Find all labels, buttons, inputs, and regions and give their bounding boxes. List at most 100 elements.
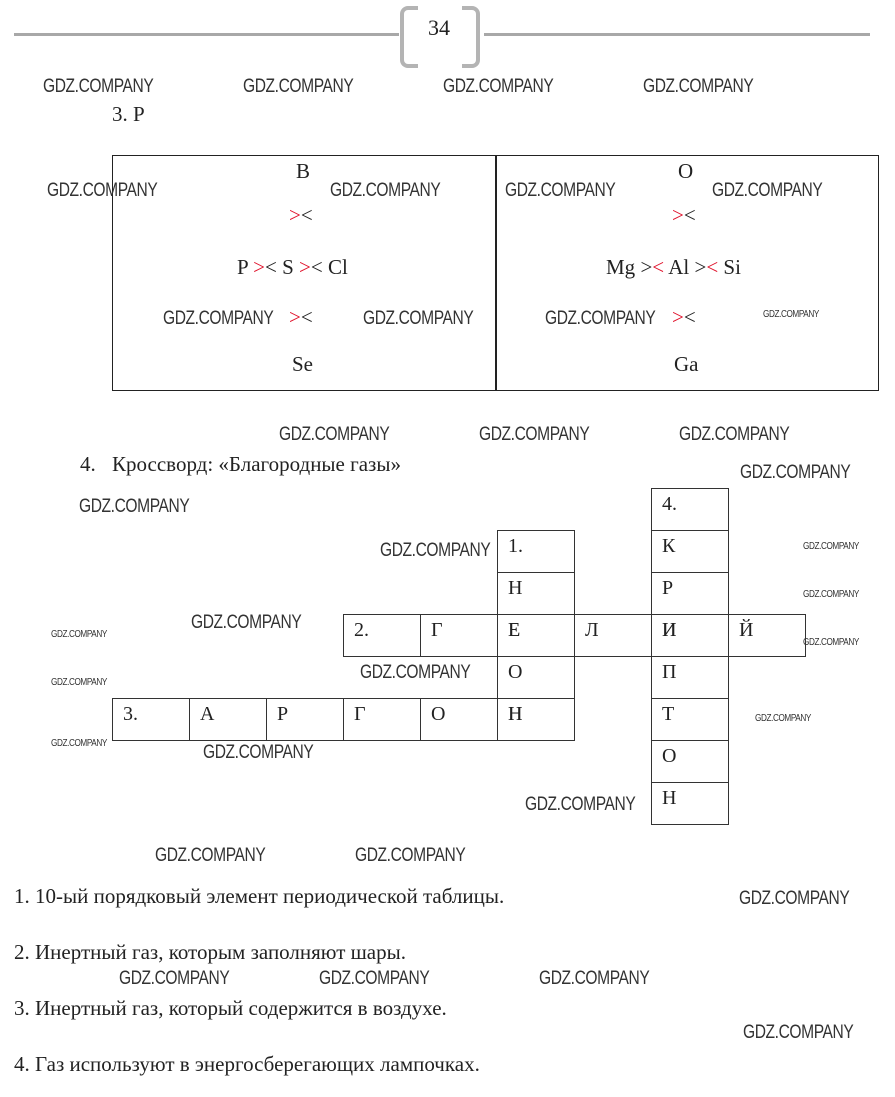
clue-number-cell: 4. xyxy=(651,488,729,531)
element-row-left: P >< S >< Cl xyxy=(237,255,348,279)
clue-1: 1. 10-ый порядковый элемент периодическо… xyxy=(14,884,505,908)
gt-sign: > xyxy=(672,203,684,227)
letter-cell: К xyxy=(651,530,729,573)
gt-sign: > xyxy=(289,305,301,329)
watermark: GDZ.COMPANY xyxy=(803,589,859,600)
element-mg: Mg xyxy=(606,255,636,279)
lt-sign: < xyxy=(683,203,696,227)
compare-sign: >< xyxy=(289,203,313,227)
lt-sign: < xyxy=(683,305,696,329)
watermark: GDZ.COMPANY xyxy=(279,424,390,445)
watermark: GDZ.COMPANY xyxy=(525,794,636,815)
element-s: S xyxy=(282,255,294,279)
letter-cell: Р xyxy=(266,698,344,741)
watermark: GDZ.COMPANY xyxy=(643,76,754,97)
clue-2: 2. Инертный газ, которым заполняют шары. xyxy=(14,940,406,964)
gt-sign: > xyxy=(299,255,311,279)
letter-cell: Г xyxy=(420,614,498,657)
clue-4: 4. Газ используют в энергосберегающих ла… xyxy=(14,1052,480,1076)
compare-sign: >< xyxy=(289,305,313,329)
compare-sign: >< xyxy=(672,305,696,329)
lt-sign: < xyxy=(300,203,313,227)
letter-cell: Н xyxy=(651,782,729,825)
watermark: GDZ.COMPANY xyxy=(155,845,266,866)
watermark: GDZ.COMPANY xyxy=(360,662,471,683)
letter-cell: Т xyxy=(651,698,729,741)
watermark: GDZ.COMPANY xyxy=(755,713,811,724)
watermark: GDZ.COMPANY xyxy=(51,677,107,688)
element-cl: Cl xyxy=(327,255,348,279)
element-row-right: Mg >< Al >< Si xyxy=(606,255,741,279)
watermark: GDZ.COMPANY xyxy=(380,540,491,561)
page-number: 34 xyxy=(428,15,450,40)
watermark: GDZ.COMPANY xyxy=(319,968,430,989)
watermark: GDZ.COMPANY xyxy=(330,180,441,201)
task4-title: Кроссворд: «Благородные газы» xyxy=(112,452,401,476)
gt-sign: > xyxy=(253,255,265,279)
watermark: GDZ.COMPANY xyxy=(43,76,154,97)
watermark: GDZ.COMPANY xyxy=(545,308,656,329)
watermark: GDZ.COMPANY xyxy=(743,1022,854,1043)
watermark: GDZ.COMPANY xyxy=(355,845,466,866)
clue-number-cell: 2. xyxy=(343,614,421,657)
element-se: Se xyxy=(292,352,313,376)
watermark: GDZ.COMPANY xyxy=(505,180,616,201)
task3-label: 3. Р xyxy=(112,102,145,126)
watermark: GDZ.COMPANY xyxy=(51,629,107,640)
element-b: B xyxy=(296,159,311,183)
letter-cell: И xyxy=(651,614,729,657)
watermark: GDZ.COMPANY xyxy=(47,180,158,201)
gt-sign: > xyxy=(289,203,301,227)
lt-sign: < xyxy=(652,255,665,279)
gt-sign: > xyxy=(694,255,707,279)
element-ga: Ga xyxy=(674,352,699,376)
letter-cell: Г xyxy=(343,698,421,741)
watermark: GDZ.COMPANY xyxy=(79,496,190,517)
lt-sign: < xyxy=(706,255,719,279)
table-cell-left xyxy=(112,155,497,391)
letter-cell: Н xyxy=(497,572,575,615)
watermark: GDZ.COMPANY xyxy=(163,308,274,329)
lt-sign: < xyxy=(300,305,313,329)
watermark: GDZ.COMPANY xyxy=(763,309,819,320)
element-o: O xyxy=(678,159,694,183)
element-si: Si xyxy=(723,255,741,279)
letter-cell: Р xyxy=(651,572,729,615)
element-al: Al xyxy=(668,255,690,279)
task4-label: 4. xyxy=(80,452,96,476)
letter-cell: А xyxy=(189,698,267,741)
letter-cell: Й xyxy=(728,614,806,657)
watermark: GDZ.COMPANY xyxy=(243,76,354,97)
watermark: GDZ.COMPANY xyxy=(739,888,850,909)
watermark: GDZ.COMPANY xyxy=(803,541,859,552)
page-bracket-right xyxy=(462,6,480,68)
watermark: GDZ.COMPANY xyxy=(740,462,851,483)
clue-3: 3. Инертный газ, который содержится в во… xyxy=(14,996,447,1020)
lt-sign: < xyxy=(310,255,323,279)
gt-sign: > xyxy=(640,255,653,279)
table-cell-right xyxy=(495,155,879,391)
watermark: GDZ.COMPANY xyxy=(203,742,314,763)
watermark: GDZ.COMPANY xyxy=(363,308,474,329)
header-rule-right xyxy=(484,33,870,36)
watermark: GDZ.COMPANY xyxy=(479,424,590,445)
letter-cell: О xyxy=(651,740,729,783)
watermark: GDZ.COMPANY xyxy=(191,612,302,633)
watermark: GDZ.COMPANY xyxy=(712,180,823,201)
letter-cell: Н xyxy=(497,698,575,741)
watermark: GDZ.COMPANY xyxy=(51,738,107,749)
watermark: GDZ.COMPANY xyxy=(803,637,859,648)
watermark: GDZ.COMPANY xyxy=(679,424,790,445)
page-bracket-left xyxy=(400,6,418,68)
element-p: P xyxy=(237,255,248,279)
watermark: GDZ.COMPANY xyxy=(119,968,230,989)
letter-cell: П xyxy=(651,656,729,699)
clue-number-cell: 1. xyxy=(497,530,575,573)
watermark: GDZ.COMPANY xyxy=(443,76,554,97)
lt-sign: < xyxy=(265,255,277,279)
compare-sign: >< xyxy=(672,203,696,227)
clue-number-cell: 3. xyxy=(112,698,190,741)
gt-sign: > xyxy=(672,305,684,329)
watermark: GDZ.COMPANY xyxy=(539,968,650,989)
